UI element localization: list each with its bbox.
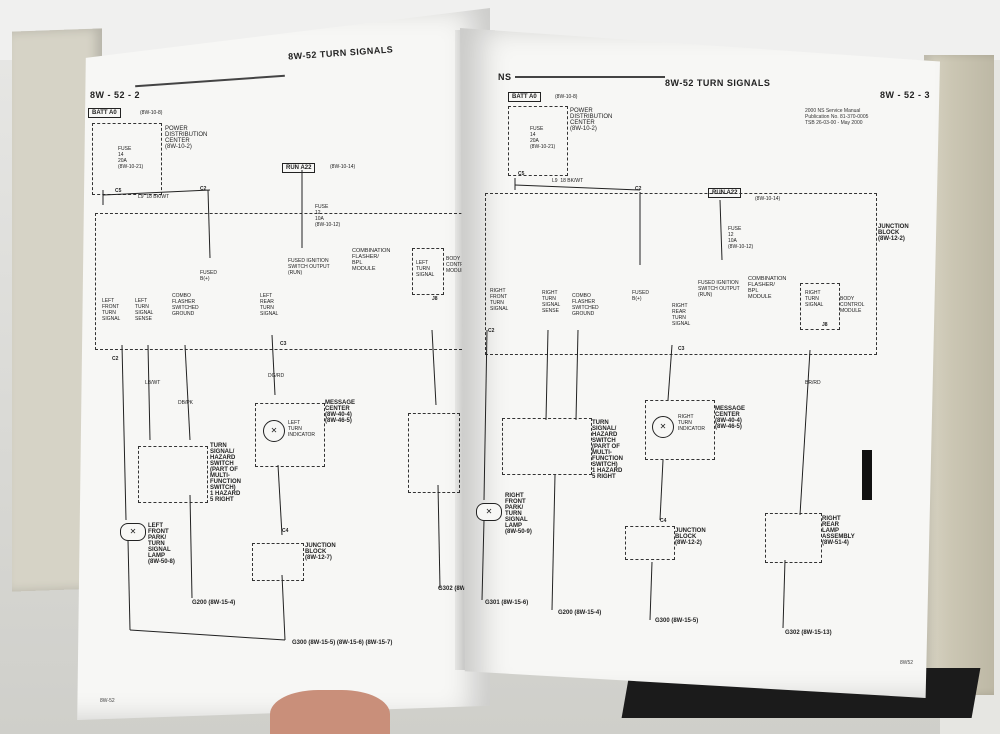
j8-label: J8 xyxy=(432,296,438,302)
fused-b-label: FUSED B(+) xyxy=(200,270,217,282)
right-turn-sense-label: RIGHT TURN SIGNAL SENSE xyxy=(542,290,561,314)
right-combo-label: COMBINATION FLASHER/ BPL MODULE xyxy=(748,276,787,300)
right-batt-label: BATT A0 xyxy=(508,92,541,102)
right-fuse-run-label: FUSE 12 10A (8W-10-12) xyxy=(728,226,754,250)
hazard-switch-box xyxy=(138,446,208,503)
l9-label: L9 18 BK/WT xyxy=(138,194,170,200)
right-page-model: NS xyxy=(498,72,512,82)
c2-top-label: C2 xyxy=(200,186,207,192)
dg-rd-label: DG/RD xyxy=(268,373,285,379)
right-lamp-label: RIGHT FRONT PARK/ TURN SIGNAL LAMP (8W-5… xyxy=(505,493,532,535)
batt-ref: (8W-10-8) xyxy=(140,110,163,116)
message-center-box xyxy=(255,403,325,467)
right-c3-label: C3 xyxy=(678,346,685,352)
section-index-tab xyxy=(862,450,872,500)
combo-flasher-ground-label: COMBO FLASHER SWITCHED GROUND xyxy=(172,293,199,317)
g300-label: G300 (8W-15-5) (8W-15-6) (8W-15-7) xyxy=(292,640,393,646)
right-junction-block-label: JUNCTION BLOCK (8W-12-2) xyxy=(675,528,706,546)
right-batt-ref: (8W-10-8) xyxy=(555,94,578,100)
right-junction-box xyxy=(485,193,877,355)
right-c4-label: C4 xyxy=(660,518,667,524)
right-header-rule xyxy=(515,76,665,78)
left-page-code: 8W - 52 - 2 xyxy=(90,90,141,100)
right-message-center-label: MESSAGE CENTER (8W-40-4) (8W-46-5) xyxy=(715,406,746,430)
hand-thumb xyxy=(270,690,390,734)
rear-lamp-box xyxy=(765,513,822,563)
bcm-box xyxy=(412,248,444,295)
right-rear-label: RIGHT REAR TURN SIGNAL xyxy=(672,303,691,327)
bcm-lower-box xyxy=(408,413,460,493)
right-meta: 2000 NS Service Manual Publication No. 8… xyxy=(805,108,869,126)
g200-label: G200 (8W-15-4) xyxy=(192,600,236,606)
right-combo-flasher-label: COMBO FLASHER SWITCHED GROUND xyxy=(572,293,599,317)
bcm-label: BODY CONTROL MODULE xyxy=(446,256,470,274)
right-fuse-label: FUSE 14 20A (8W-10-21) xyxy=(530,126,556,150)
right-c5-label: C5 xyxy=(518,171,525,177)
db-pk-label: DB/PK xyxy=(178,400,194,406)
right-message-center-box xyxy=(645,400,715,460)
right-lamp-icon: ✕ xyxy=(476,503,502,521)
right-fused-b-label: FUSED B(+) xyxy=(632,290,649,302)
right-junction-top-label: JUNCTION BLOCK (8W-12-2) xyxy=(878,224,909,242)
right-br-rd-label: BR/RD xyxy=(805,380,821,386)
fuse-label: FUSE 14 20A (8W-10-21) xyxy=(118,146,144,170)
c5-label: C5 xyxy=(115,188,122,194)
left-rear-label: LEFT REAR TURN SIGNAL xyxy=(260,293,279,317)
right-page-title: 8W-52 TURN SIGNALS xyxy=(665,78,771,88)
c4-label: C4 xyxy=(282,528,289,534)
right-turn-sig-label: RIGHT TURN SIGNAL xyxy=(805,290,824,308)
right-g302-label: G302 (8W-15-13) xyxy=(785,630,832,636)
right-g301-label: G301 (8W-15-6) xyxy=(485,600,529,606)
lb-wt-label: LB/WT xyxy=(145,380,161,386)
right-front-label: RIGHT FRONT TURN SIGNAL xyxy=(490,288,509,312)
right-bcm-label: BODY CONTROL MODULE xyxy=(840,296,865,314)
c3-label: C3 xyxy=(280,341,287,347)
combo-module-label: COMBINATION FLASHER/ BPL MODULE xyxy=(352,248,391,272)
right-c2-top-label: C2 xyxy=(635,186,642,192)
right-l9-label: L9 18 BK/WT xyxy=(552,178,584,184)
indicator-lamp-icon: ✕ xyxy=(263,420,285,442)
right-fused-ign-label: FUSED IGNITION SWITCH OUTPUT (RUN) xyxy=(698,280,740,298)
right-page-code: 8W - 52 - 3 xyxy=(880,90,931,100)
right-pdc-label: POWER DISTRIBUTION CENTER (8W-10-2) xyxy=(570,108,613,132)
right-j8-label: J8 xyxy=(822,322,828,328)
batt-label: BATT A0 xyxy=(88,108,121,118)
left-footer: 8W-52 xyxy=(100,698,115,704)
fused-ign-label: FUSED IGNITION SWITCH OUTPUT (RUN) xyxy=(288,258,330,276)
pdc-box xyxy=(92,123,162,195)
right-g300-label: G300 (8W-15-5) xyxy=(655,618,699,624)
right-bcm-box xyxy=(800,283,840,330)
left-front-label: LEFT FRONT TURN SIGNAL xyxy=(102,298,121,322)
right-hazard-switch-box xyxy=(502,418,592,475)
left-lamp-icon: ✕ xyxy=(120,523,146,541)
pdc-label: POWER DISTRIBUTION CENTER (8W-10-2) xyxy=(165,126,208,150)
run-label: RUN A22 xyxy=(282,163,316,173)
right-c2-mid-label: C2 xyxy=(488,328,495,334)
right-lower-junction-box xyxy=(625,526,675,560)
junction-block-label: JUNCTION BLOCK (8W-12-7) xyxy=(305,543,336,561)
right-footer: 8W52 xyxy=(900,660,914,666)
right-run-ref: (8W-10-14) xyxy=(755,196,781,202)
lower-junction-box xyxy=(252,543,304,581)
right-turn-indicator-label: RIGHT TURN INDICATOR xyxy=(678,414,706,432)
g302-label: G302 (8W-15-8) xyxy=(438,586,481,592)
message-center-label: MESSAGE CENTER (8W-40-4) (8W-46-5) xyxy=(325,400,356,424)
right-page: NS 8W-52 TURN SIGNALS 8W - 52 - 3 2000 N… xyxy=(460,28,940,698)
left-turn-sense-label: LEFT TURN SIGNAL SENSE xyxy=(135,298,154,322)
right-g200-label: G200 (8W-15-4) xyxy=(558,610,602,616)
run-ref: (8W-10-14) xyxy=(330,164,356,170)
right-indicator-lamp-icon: ✕ xyxy=(652,416,674,438)
rear-lamp-label: RIGHT REAR LAMP ASSEMBLY (8W-51-4) xyxy=(822,516,855,546)
c2-mid-label: C2 xyxy=(112,356,119,362)
left-turn-sig-label: LEFT TURN SIGNAL xyxy=(416,260,435,278)
right-hazard-switch-label: TURN SIGNAL/ HAZARD SWITCH (PART OF MULT… xyxy=(592,420,623,480)
right-pdc-box xyxy=(508,106,568,176)
left-turn-indicator-label: LEFT TURN INDICATOR xyxy=(288,420,316,438)
left-lamp-label: LEFT FRONT PARK/ TURN SIGNAL LAMP (8W-50… xyxy=(148,523,175,565)
hazard-switch-label: TURN SIGNAL/ HAZARD SWITCH (PART OF MULT… xyxy=(210,443,241,503)
